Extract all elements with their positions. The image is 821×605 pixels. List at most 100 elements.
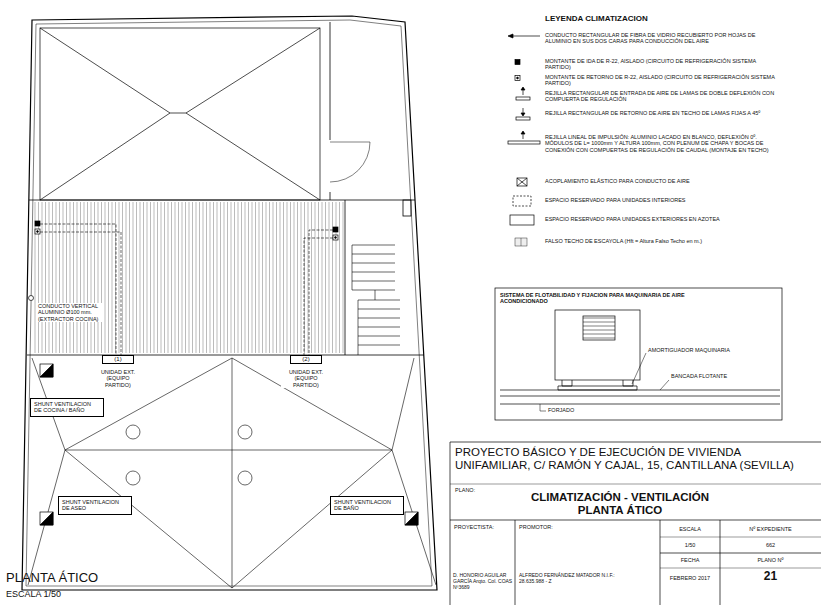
deck-hatch	[308, 202, 309, 353]
title-block-field: PROYECTISTA:	[454, 524, 494, 530]
deck-hatch	[196, 202, 197, 353]
skylight-circle	[126, 425, 252, 485]
kitchen-duct-symbol	[29, 296, 34, 301]
machine-detail	[555, 310, 640, 380]
title-block-lines	[660, 537, 821, 538]
title-block-value: 1/50	[661, 542, 719, 548]
staircase	[352, 245, 400, 355]
building-outline	[26, 20, 432, 586]
deck-hatch	[133, 202, 134, 353]
deck-hatch	[42, 202, 43, 353]
legend-sample	[517, 178, 527, 186]
deck-hatch	[136, 202, 137, 353]
deck-hatch	[119, 202, 120, 353]
legend-sample	[508, 34, 540, 38]
deck-hatch	[66, 202, 67, 353]
deck-hatch	[77, 202, 78, 353]
shunt-label-box: SHUNT VENTILACION DE BAÑO	[330, 496, 404, 515]
sheet-title-wrap: CLIMATIZACIÓN - VENTILACIÓN PLANTA ÁTICO	[515, 491, 725, 517]
deck-hatch	[276, 202, 277, 353]
title-block-value-wrap: FEBRERO 2017	[661, 575, 719, 581]
deck-hatch	[164, 202, 165, 353]
legend-text: MONTANTE DE IDA DE R-22, AISLADO (CIRCUI…	[545, 58, 780, 71]
machine-detail	[540, 353, 669, 411]
legend-text: FALSO TECHO DE ESCAYOLA (Hft = Altura Fa…	[545, 238, 780, 244]
legend-entry: REJILLA RECTANGULAR DE ENTRADA DE AIRE D…	[545, 90, 780, 103]
machine-detail	[500, 390, 780, 404]
shunt-symbol	[40, 364, 53, 377]
title-block-lines	[450, 520, 821, 521]
machine-detail	[583, 316, 615, 340]
refrigerant-line	[40, 224, 333, 355]
legend-sample	[516, 97, 530, 100]
sheet-number-wrap: 21	[721, 570, 820, 584]
legend-text: ACOPLAMIENTO ELÁSTICO PARA CONDUCTO DE A…	[545, 178, 780, 184]
deck-hatch	[248, 202, 249, 353]
deck-hatch	[297, 202, 298, 353]
legend-entry: CONDUCTO RECTANGULAR DE FIBRA DE VIDRIO …	[545, 32, 780, 45]
legend-entry: REJILLA LINEAL DE IMPULSIÓN: ALUMINIO LA…	[545, 134, 780, 153]
building-outline	[22, 16, 437, 590]
deck-hatch	[301, 202, 302, 353]
node-text: SHUNT VENTILACION DE BAÑO	[334, 499, 400, 512]
shunt-label-box: SHUNT VENTILACION DE COCINA / BAÑO	[30, 398, 104, 417]
legend-sample	[521, 131, 525, 134]
deck-hatch	[325, 202, 326, 353]
machine-detail	[562, 380, 633, 386]
deck-hatch	[294, 202, 295, 353]
deck-hatch	[70, 202, 71, 353]
detail-callout: FORJADO	[548, 407, 574, 413]
title-block-field-wrap: ESCALA	[661, 526, 719, 532]
deck-hatch	[108, 202, 109, 353]
legend-entry: ACOPLAMIENTO ELÁSTICO PARA CONDUCTO DE A…	[545, 178, 780, 184]
title-block-field: PLANO Nº	[721, 557, 820, 563]
deck-hatch	[280, 202, 281, 353]
deck-hatch	[315, 202, 316, 353]
promoter-name-wrap: ALFREDO FERNÁNDEZ MATADOR N.I.F.: 28.635…	[519, 573, 629, 585]
refrigerant-line	[40, 224, 121, 355]
deck-hatch	[287, 202, 288, 353]
legend-sample	[517, 77, 519, 79]
legend-sample	[510, 215, 534, 225]
title-block-lines	[450, 442, 451, 605]
interior-walls	[330, 142, 370, 182]
detail-callout-wrap: FORJADO	[548, 407, 574, 413]
deck-hatch	[329, 202, 330, 353]
outdoor-unit-space: (2)UNIDAD EXT. (EQUIPO PARTIDO)	[281, 355, 331, 388]
legend-text: REJILLA RECTANGULAR DE ENTRADA DE AIRE D…	[545, 90, 780, 103]
interior-walls	[403, 200, 411, 216]
legend-sample	[510, 36, 540, 37]
legend-sample	[521, 87, 525, 90]
callout-number: (1)	[103, 356, 133, 363]
title-block-field-wrap: PLANO:	[455, 487, 475, 493]
deck-hatch	[168, 202, 169, 353]
shunt-symbol	[40, 512, 53, 525]
deck-hatch	[80, 202, 81, 353]
deck-hatch	[290, 202, 291, 353]
title-block-lines	[450, 442, 821, 443]
title-block-field: PLANO:	[455, 487, 475, 493]
legend-sample	[513, 196, 531, 206]
deck-hatch	[150, 202, 151, 353]
detail-heading: SISTEMA DE FLOTABILIDAD Y FIJACION PARA …	[500, 292, 700, 305]
legend-text: ESPACIO RESERVADO PARA UNIDADES EXTERIOR…	[545, 216, 780, 222]
legend-sample	[515, 76, 520, 81]
deck-hatch	[273, 202, 274, 353]
machine-detail	[583, 318, 615, 338]
drawing-scale-wrap: ESCALA 1/50	[6, 589, 61, 599]
deck-hatch	[234, 202, 235, 353]
drawing-title-wrap: PLANTA ÁTICO	[6, 571, 98, 586]
deck-hatch	[35, 202, 343, 353]
interior-walls	[330, 22, 331, 200]
deck-hatch	[199, 202, 200, 353]
riser-symbol	[35, 229, 40, 234]
deck-hatch	[206, 202, 207, 353]
shunt-symbol	[40, 512, 53, 525]
riser-symbol	[333, 227, 338, 232]
deck-hatch	[147, 202, 148, 353]
title-block-value-wrap: 1/50	[661, 542, 719, 548]
title-block-lines	[450, 442, 821, 605]
deck-hatch	[178, 202, 179, 353]
legend-heading-wrap: LEYENDA CLIMATIZACION	[545, 14, 648, 23]
